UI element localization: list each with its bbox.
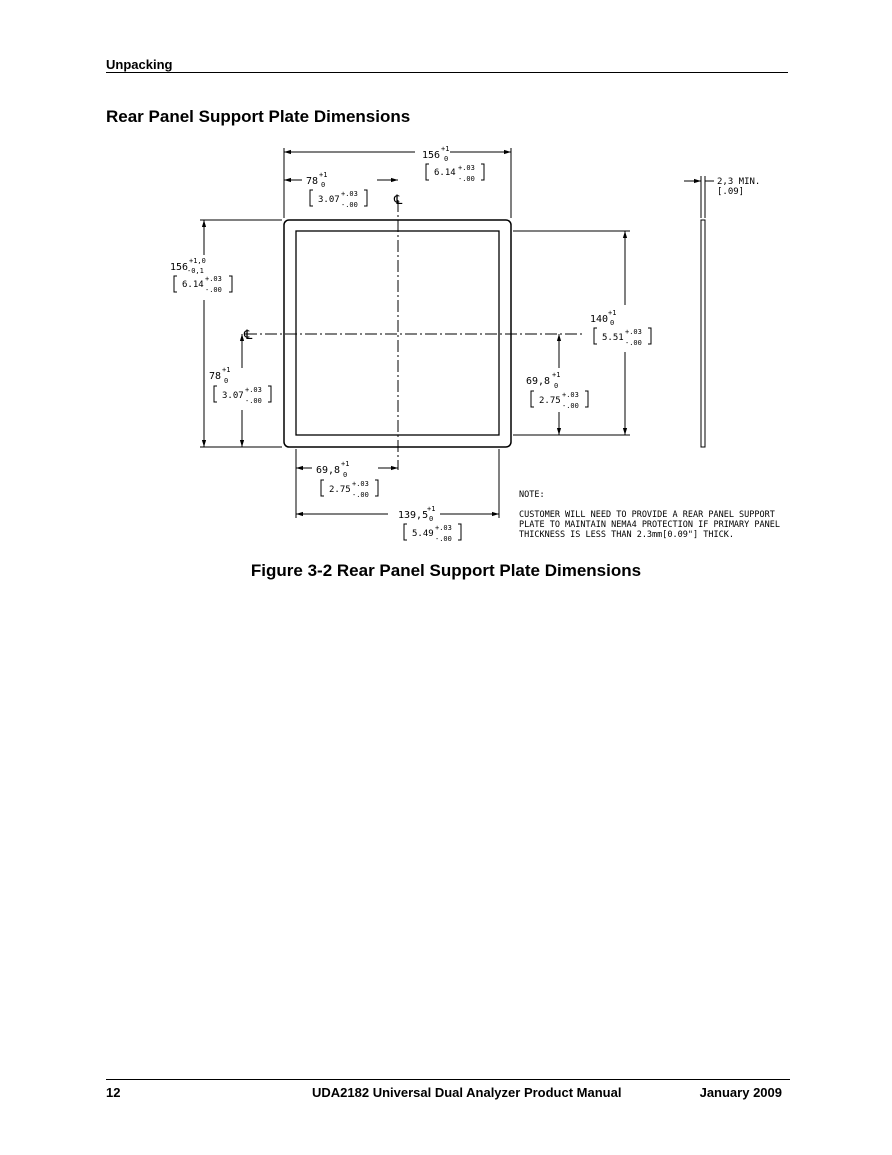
svg-text:[.09]: [.09] xyxy=(717,187,744,197)
svg-text:-.00: -.00 xyxy=(458,175,475,183)
plate-side-view xyxy=(700,219,706,448)
svg-text:6.14: 6.14 xyxy=(434,168,456,178)
svg-text:CUSTOMER WILL NEED TO PROVIDE: CUSTOMER WILL NEED TO PROVIDE A REAR PAN… xyxy=(519,510,775,520)
svg-text:+1: +1 xyxy=(441,145,449,153)
svg-text:+.03: +.03 xyxy=(341,190,358,198)
page-number: 12 xyxy=(106,1085,121,1100)
page-footer: 12 UDA2182 Universal Dual Analyzer Produ… xyxy=(106,1079,790,1102)
svg-text:69,8: 69,8 xyxy=(526,376,550,387)
svg-text:-.00: -.00 xyxy=(205,286,222,294)
svg-text:+1: +1 xyxy=(427,505,435,513)
svg-text:-.00: -.00 xyxy=(341,201,358,209)
manual-title: UDA2182 Universal Dual Analyzer Product … xyxy=(312,1085,622,1100)
svg-text:5.51: 5.51 xyxy=(602,333,624,343)
svg-text:+1: +1 xyxy=(341,460,349,468)
svg-text:0: 0 xyxy=(610,319,614,327)
svg-text:156: 156 xyxy=(422,150,440,161)
svg-text:THICKNESS IS LESS THAN 2.3mm[0: THICKNESS IS LESS THAN 2.3mm[0.09"] THIC… xyxy=(519,530,734,540)
svg-text:3.07: 3.07 xyxy=(318,195,340,205)
svg-text:2,3 MIN.: 2,3 MIN. xyxy=(717,177,760,187)
svg-text:2.75: 2.75 xyxy=(329,485,351,495)
svg-text:140: 140 xyxy=(590,314,608,325)
svg-text:0: 0 xyxy=(321,181,325,189)
technical-drawing: ℄ ℄ 156 +1 0 6.14 +.03 -.00 78 +1 0 3.07… xyxy=(170,145,780,543)
svg-text:-.00: -.00 xyxy=(245,397,262,405)
figure-caption: Figure 3-2 Rear Panel Support Plate Dime… xyxy=(250,561,642,580)
svg-text:0: 0 xyxy=(224,377,228,385)
svg-text:+.03: +.03 xyxy=(458,164,475,172)
dim-right-half: 69,8 +1 0 2.75 +.03 -.00 xyxy=(526,371,589,410)
svg-text:-0,1: -0,1 xyxy=(187,267,204,275)
dim-top-half: 78 +1 0 3.07 +.03 -.00 xyxy=(306,171,368,209)
svg-text:+1,0: +1,0 xyxy=(189,257,206,265)
dim-right-inner: 140 +1 0 5.51 +.03 -.00 xyxy=(590,309,652,347)
svg-text:NOTE:: NOTE: xyxy=(519,490,545,500)
publication-date: January 2009 xyxy=(699,1085,782,1100)
svg-text:78: 78 xyxy=(306,176,318,187)
svg-text:+.03: +.03 xyxy=(435,524,452,532)
svg-text:PLATE TO MAINTAIN NEMA4 PROTEC: PLATE TO MAINTAIN NEMA4 PROTECTION IF PR… xyxy=(519,520,780,530)
centerline-symbol-left: ℄ xyxy=(243,328,253,343)
svg-text:0: 0 xyxy=(554,382,558,390)
dim-thickness: 2,3 MIN. [.09] xyxy=(717,177,760,197)
svg-text:139,5: 139,5 xyxy=(398,510,428,521)
svg-text:+.03: +.03 xyxy=(245,386,262,394)
svg-text:+.03: +.03 xyxy=(352,480,369,488)
svg-text:-.00: -.00 xyxy=(435,535,452,543)
dim-bottom-inner: 139,5 +1 0 5.49 +.03 -.00 xyxy=(398,505,462,543)
svg-text:0: 0 xyxy=(444,155,448,163)
svg-text:2.75: 2.75 xyxy=(539,396,561,406)
centerline-symbol-top: ℄ xyxy=(393,193,403,208)
svg-text:3.07: 3.07 xyxy=(222,391,244,401)
dim-top-overall: 156 +1 0 6.14 +.03 -.00 xyxy=(422,145,485,183)
svg-text:0: 0 xyxy=(429,515,433,523)
dim-left-overall: 156 +1,0 -0,1 6.14 +.03 -.00 xyxy=(170,257,233,294)
dim-bottom-half: 69,8 +1 0 2.75 +.03 -.00 xyxy=(316,460,379,499)
svg-text:-.00: -.00 xyxy=(625,339,642,347)
svg-text:+1: +1 xyxy=(222,366,230,374)
svg-text:5.49: 5.49 xyxy=(412,529,434,539)
dim-left-half: 78 +1 0 3.07 +.03 -.00 xyxy=(209,366,272,405)
header-section: Unpacking xyxy=(106,57,173,72)
svg-text:+1: +1 xyxy=(319,171,327,179)
svg-text:+.03: +.03 xyxy=(562,391,579,399)
svg-text:78: 78 xyxy=(209,371,221,382)
svg-text:156: 156 xyxy=(170,262,188,273)
svg-text:-.00: -.00 xyxy=(562,402,579,410)
section-title: Rear Panel Support Plate Dimensions xyxy=(106,107,411,126)
drawing-note: NOTE: CUSTOMER WILL NEED TO PROVIDE A RE… xyxy=(519,490,780,540)
svg-text:+1: +1 xyxy=(608,309,616,317)
page-header: Unpacking xyxy=(106,58,788,73)
svg-text:69,8: 69,8 xyxy=(316,465,340,476)
svg-text:-.00: -.00 xyxy=(352,491,369,499)
svg-text:+.03: +.03 xyxy=(625,328,642,336)
svg-text:+.03: +.03 xyxy=(205,275,222,283)
svg-text:0: 0 xyxy=(343,471,347,479)
svg-text:+1: +1 xyxy=(552,371,560,379)
svg-text:6.14: 6.14 xyxy=(182,280,204,290)
